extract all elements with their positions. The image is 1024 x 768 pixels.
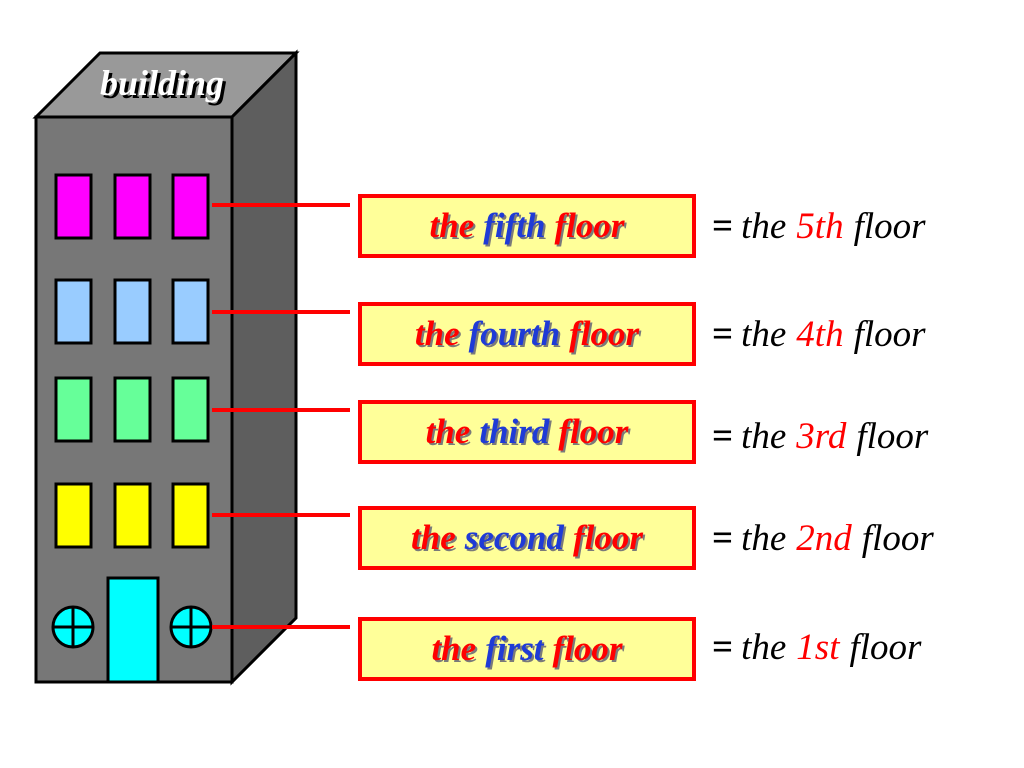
window-fifth-1 xyxy=(54,173,93,240)
equation-word-floor: floor xyxy=(856,415,929,457)
floor-equation-second: = the 2nd floor xyxy=(712,506,934,570)
equation-word-floor: floor xyxy=(861,517,934,559)
floor-word-the: the xyxy=(431,629,477,668)
floor-label-third: the third floor xyxy=(358,400,696,464)
building-door xyxy=(106,576,160,684)
floor-equation-first: = the 1st floor xyxy=(712,615,921,679)
equals-sign: = xyxy=(712,517,734,559)
floor-equation-fourth: = the 4th floor xyxy=(712,302,926,366)
floor-word-floor: floor xyxy=(569,314,640,353)
floor-label-second: the second floor xyxy=(358,506,696,570)
equals-sign: = xyxy=(712,415,734,457)
building-label: building xyxy=(100,63,224,103)
window-second-1 xyxy=(54,482,93,549)
floor-word-floor: floor xyxy=(558,412,629,451)
floor-ordinal-word: second xyxy=(464,518,564,557)
window-third-1 xyxy=(54,376,93,443)
floor-word-floor: floor xyxy=(572,518,643,557)
ordinal-number: 5th xyxy=(796,205,844,247)
equation-word-floor: floor xyxy=(853,313,926,355)
window-fourth-2 xyxy=(113,278,152,345)
window-fifth-3 xyxy=(171,173,210,240)
window-second-2 xyxy=(113,482,152,549)
floor-ordinal-word: first xyxy=(485,629,544,668)
equation-word-the: the xyxy=(741,517,787,559)
equation-word-floor: floor xyxy=(849,626,922,668)
equation-word-the: the xyxy=(741,205,787,247)
floor-ordinal-word: fourth xyxy=(468,314,561,353)
ordinal-number: 4th xyxy=(796,313,844,355)
equation-word-floor: floor xyxy=(853,205,926,247)
ordinal-number: 3rd xyxy=(796,415,847,457)
equation-word-the: the xyxy=(741,313,787,355)
equation-word-the: the xyxy=(741,415,787,457)
floor-label-first: the first floor xyxy=(358,617,696,681)
window-fourth-3 xyxy=(171,278,210,345)
equals-sign: = xyxy=(712,313,734,355)
floor-word-floor: floor xyxy=(554,206,625,245)
floor-word-the: the xyxy=(425,412,471,451)
building-label-shadow: building xyxy=(103,66,227,106)
equals-sign: = xyxy=(712,205,734,247)
window-fifth-2 xyxy=(113,173,152,240)
ordinal-number: 1st xyxy=(796,626,840,668)
floor-ordinal-word: fifth xyxy=(483,206,546,245)
floor-label-fifth: the fifth floor xyxy=(358,194,696,258)
equals-sign: = xyxy=(712,626,734,668)
floor-ordinal-word: third xyxy=(479,412,550,451)
window-third-3 xyxy=(171,376,210,443)
ordinal-number: 2nd xyxy=(796,517,852,559)
equation-word-the: the xyxy=(741,626,787,668)
porthole-window-right xyxy=(169,605,213,649)
window-third-2 xyxy=(113,376,152,443)
floor-equation-fifth: = the 5th floor xyxy=(712,194,926,258)
floor-word-floor: floor xyxy=(552,629,623,668)
floor-equation-third: = the 3rd floor xyxy=(712,404,928,468)
building-side xyxy=(230,49,298,686)
floor-label-fourth: the fourth floor xyxy=(358,302,696,366)
floor-word-the: the xyxy=(414,314,460,353)
porthole-window-left xyxy=(51,605,95,649)
window-second-3 xyxy=(171,482,210,549)
floor-word-the: the xyxy=(411,518,456,557)
window-fourth-1 xyxy=(54,278,93,345)
floor-word-the: the xyxy=(429,206,475,245)
